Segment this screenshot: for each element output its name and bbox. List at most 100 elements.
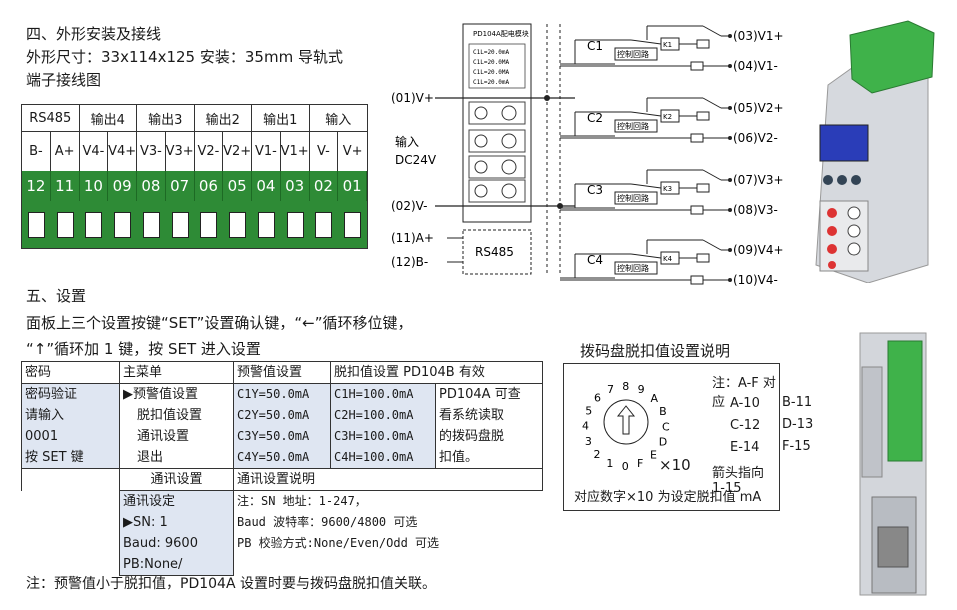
output-label: (10)V4-: [733, 273, 778, 286]
terminal-slot: [80, 201, 109, 248]
output-label: (09)V4+: [733, 243, 784, 257]
terminal-pin: V4+: [108, 131, 137, 171]
terminal-screw-hole: [171, 211, 189, 238]
terminal-group: 输出2: [195, 105, 252, 131]
terminal-slot: [223, 201, 252, 248]
output-label: (08)V3-: [733, 203, 778, 217]
terminal-screw-hole: [315, 211, 333, 238]
svg-text:控制回路: 控制回路: [617, 193, 649, 203]
dial-mark: 5: [585, 404, 592, 417]
channel-label: C3: [587, 183, 603, 197]
terminal-screw-hole: [344, 211, 362, 238]
terminal-slot: [310, 201, 339, 248]
terminal-group: 输出3: [137, 105, 195, 131]
dial-mark: 2: [594, 448, 601, 461]
svg-text:K2: K2: [663, 113, 672, 121]
terminal-slot: [195, 201, 224, 248]
terminal-slot: [22, 201, 51, 248]
terminal-slot: [51, 201, 80, 248]
terminal-number: 03: [281, 171, 310, 201]
comm-header: 通讯设置: [119, 468, 234, 491]
terminal-pin: V-: [310, 131, 339, 171]
terminal-slot: [252, 201, 281, 248]
section5-line1: 面板上三个设置按键“SET”设置确认键，“←”循环移位键，: [26, 314, 413, 332]
terminal-number: 07: [166, 171, 195, 201]
device-photo-side: [848, 327, 940, 605]
terminal-screw-hole: [286, 211, 304, 238]
output-label: (05)V2+: [733, 101, 784, 115]
terminal-group: 输入: [325, 112, 352, 128]
terminal-group: RS485: [22, 105, 80, 131]
terminal-number: 02: [310, 171, 339, 201]
dial-mark: 9: [638, 383, 645, 396]
dial-bottom-text: 对应数字×10 为设定脱扣值 mA: [574, 490, 762, 505]
label-input: 输入: [395, 134, 419, 149]
dial-mark: 6: [594, 392, 601, 405]
output-label: (06)V2-: [733, 131, 778, 145]
dial-mark: D: [659, 436, 667, 449]
footnote: 注：预警值小于脱扣值，PD104A 设置时要与拨码盘脱扣值关联。: [26, 576, 436, 592]
label-a-plus: (11)A+: [391, 231, 434, 245]
dial-mark: F: [637, 457, 643, 470]
terminal-screw-hole: [56, 211, 74, 238]
dimensions-text: 外形尺寸：33x114x125 安装：35mm 导轨式: [26, 48, 343, 66]
terminal-title: 端子接线图: [26, 71, 102, 89]
terminal-pin: B-: [22, 131, 51, 171]
terminal-pin: V2-: [195, 131, 224, 171]
terminal-number: 01: [338, 171, 367, 201]
svg-text:K1: K1: [663, 41, 672, 49]
dial-mark: 4: [582, 420, 589, 433]
terminal-number: 08: [137, 171, 166, 201]
rs485-box: [462, 229, 532, 275]
svg-text:K4: K4: [663, 255, 673, 263]
dial-mark: B: [659, 405, 667, 418]
terminal-slot: [281, 201, 310, 248]
terminal-pin: V1+: [281, 131, 310, 171]
terminal-pin: V+: [342, 143, 363, 159]
output-label: (03)V1+: [733, 29, 784, 43]
terminal-group: 输出1: [252, 105, 310, 131]
terminal-screw-hole: [27, 211, 45, 238]
dial-mark: 3: [585, 435, 592, 448]
header-warn: 预警值设置: [233, 361, 331, 384]
terminal-pin-row: B-A+V4-V4+V3-V3+V2-V2+V1-V1+V-V+: [22, 131, 367, 172]
dial-mark: 1: [606, 457, 613, 470]
terminal-screw-hole: [85, 211, 103, 238]
rs485-label: RS485: [475, 245, 514, 259]
terminal-slot: [166, 201, 195, 248]
svg-text:C1L=20.0MA: C1L=20.0MA: [473, 59, 510, 66]
label-b-minus: (12)B-: [391, 255, 428, 269]
device-photo-front: [808, 15, 940, 284]
terminal-screw-hole: [114, 211, 132, 238]
section4-title: 四、外形安装及接线: [26, 25, 162, 43]
label-v-plus: (01)V+: [391, 91, 434, 105]
section5-title: 五、设置: [26, 287, 87, 305]
output-label: (04)V1-: [733, 59, 778, 73]
label-v-minus: (02)V-: [391, 199, 427, 213]
header-password: 密码: [21, 361, 120, 384]
dial-mark: E: [650, 449, 657, 462]
terminal-screw-hole: [200, 211, 218, 238]
dial-mark: 7: [607, 383, 614, 396]
control-circuit-box: [614, 119, 658, 133]
terminal-screw-hole: [257, 211, 275, 238]
section5-line2: “↑”循环加 1 键，按 SET 进入设置: [26, 340, 261, 358]
terminal-number: 12: [22, 171, 51, 201]
terminal-pin: V3+: [166, 131, 195, 171]
terminal-slot-row: [22, 201, 367, 248]
dial-mark: 8: [622, 380, 629, 393]
dial-mark: C: [662, 420, 670, 433]
dial-mark: 0: [622, 460, 629, 473]
terminal-number: 05: [223, 171, 252, 201]
terminal-pin: A+: [51, 131, 80, 171]
terminal-pin: V3-: [137, 131, 166, 171]
terminal-screw-hole: [229, 211, 247, 238]
